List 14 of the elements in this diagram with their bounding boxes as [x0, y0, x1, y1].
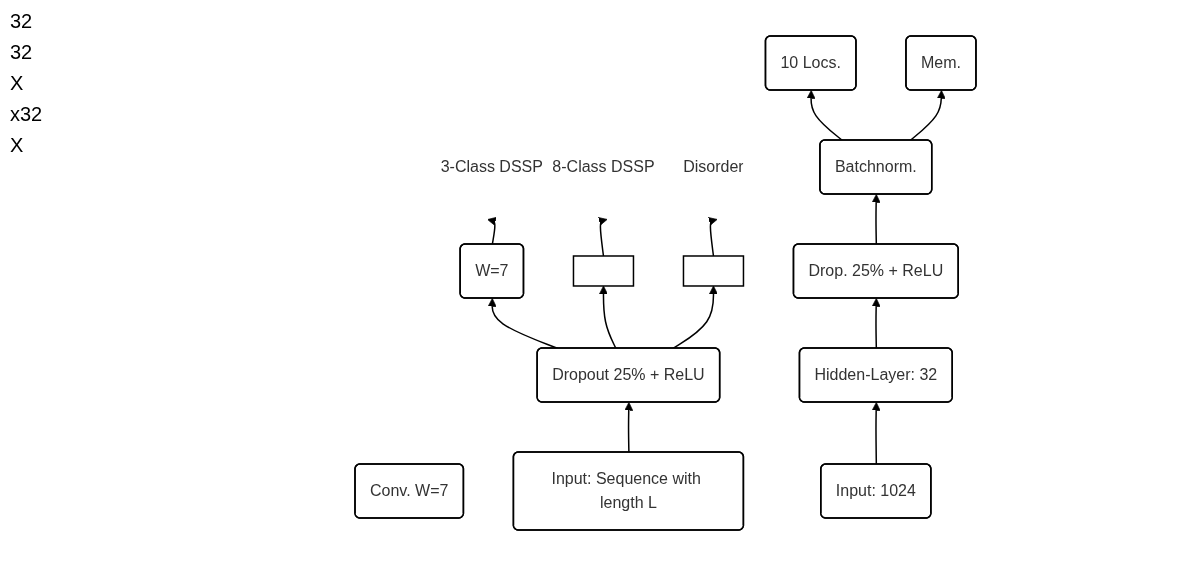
arrow	[806, 90, 843, 142]
side-label: x32	[10, 103, 44, 126]
side-label: 32	[10, 41, 34, 64]
side-label: X	[10, 134, 25, 157]
node-text: Disorder	[682, 158, 744, 175]
node-box	[682, 255, 744, 287]
side-label: X	[10, 72, 25, 95]
arrow	[597, 217, 607, 257]
node-box	[572, 255, 634, 287]
arrow	[908, 90, 946, 142]
node-text: 3-Class DSSP	[440, 158, 543, 175]
node-text: 8-Class DSSP	[551, 158, 655, 175]
side-label: 32	[10, 10, 34, 33]
arrow	[707, 217, 717, 257]
